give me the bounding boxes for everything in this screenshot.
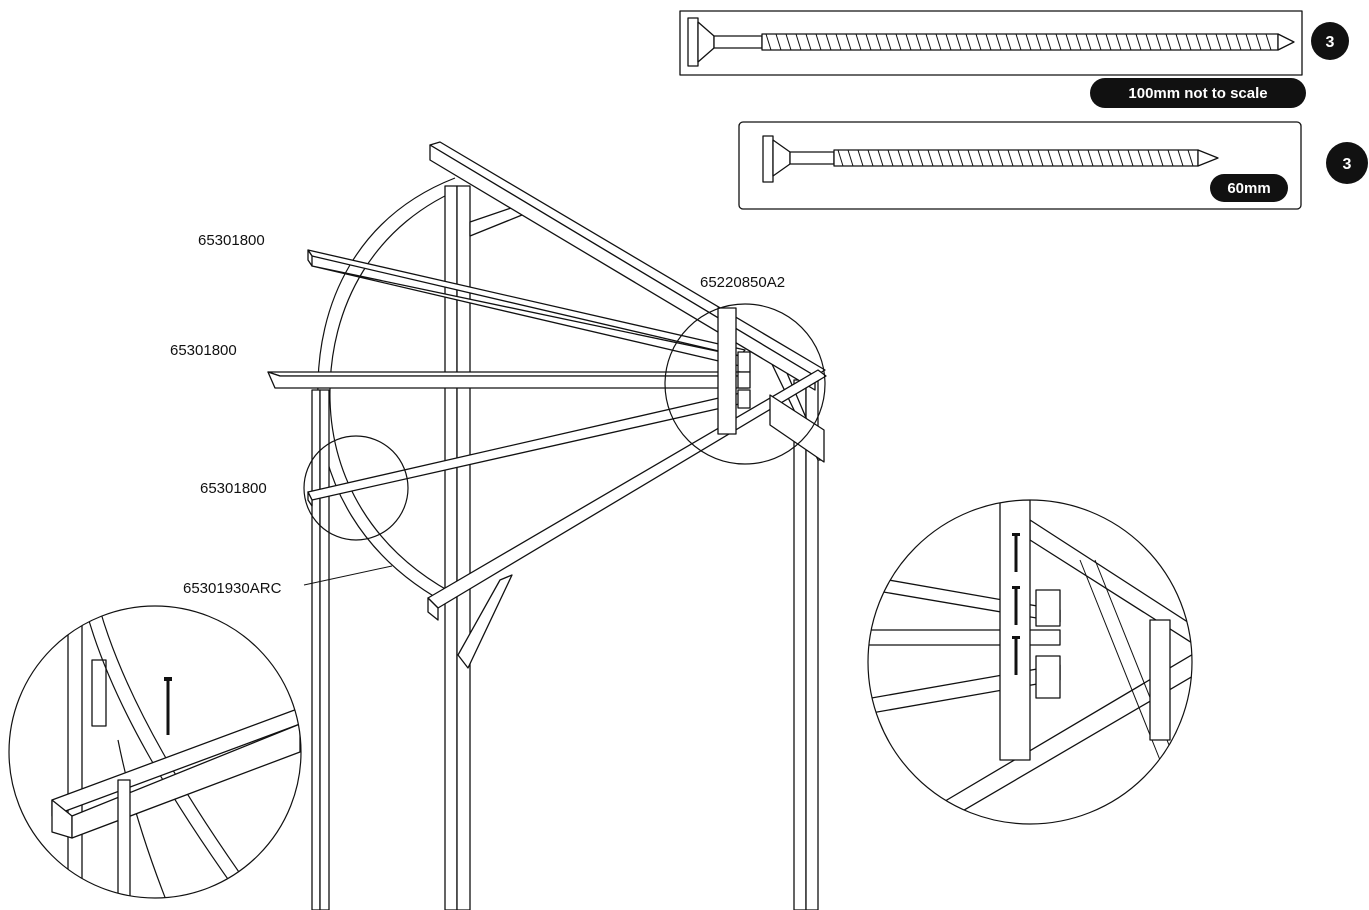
label-bracket: 65220850A2 bbox=[700, 274, 785, 291]
screw-100mm-threads bbox=[765, 33, 1272, 51]
screw-60mm-quantity: 3 bbox=[1343, 156, 1352, 173]
bracket bbox=[717, 307, 737, 435]
brace-bottom bbox=[457, 574, 513, 669]
post-left-side bbox=[456, 185, 471, 910]
detail-view-right bbox=[867, 499, 1193, 825]
arc-outer bbox=[317, 177, 456, 609]
bottom-beam bbox=[427, 369, 827, 609]
screw-60mm-threads bbox=[837, 149, 1194, 167]
detail-marker-left bbox=[303, 435, 409, 541]
post-far-left bbox=[311, 389, 321, 910]
screw-60mm-length-label: 60mm bbox=[1227, 180, 1270, 197]
screw-60mm-quantity-badge bbox=[1326, 142, 1368, 184]
screw-100mm-quantity: 3 bbox=[1326, 34, 1335, 51]
post-far-left-side bbox=[319, 389, 330, 910]
rafter-top bbox=[307, 249, 751, 373]
screw-100mm-quantity-badge bbox=[1311, 22, 1349, 60]
screw-60mm-length-pill bbox=[1210, 174, 1288, 202]
right-cross-member bbox=[769, 394, 825, 463]
arc-inner bbox=[329, 185, 468, 599]
rafter-bottom bbox=[307, 389, 751, 507]
detail-marker-right bbox=[664, 303, 826, 465]
arbour-structure bbox=[267, 141, 827, 910]
label-arc: 65301930ARC bbox=[183, 580, 282, 597]
leader-arc bbox=[303, 565, 393, 586]
post-right-side bbox=[805, 379, 819, 910]
part-labels: 65301800 65301800 65301800 65301930ARC 6… bbox=[170, 232, 785, 597]
screw-100mm-length-pill bbox=[1090, 78, 1306, 108]
screw-60mm-panel: 60mm 3 bbox=[738, 121, 1368, 210]
label-rafter-bottom: 65301800 bbox=[200, 480, 267, 497]
screw-100mm-panel: 100mm not to scale 3 bbox=[679, 10, 1349, 108]
post-right-front bbox=[793, 379, 807, 910]
label-rafter-middle: 65301800 bbox=[170, 342, 237, 359]
detail-view-left bbox=[8, 605, 302, 899]
label-rafter-top: 65301800 bbox=[198, 232, 265, 249]
screw-100mm-length-label: 100mm not to scale bbox=[1128, 85, 1267, 102]
rafter-middle bbox=[267, 371, 751, 389]
